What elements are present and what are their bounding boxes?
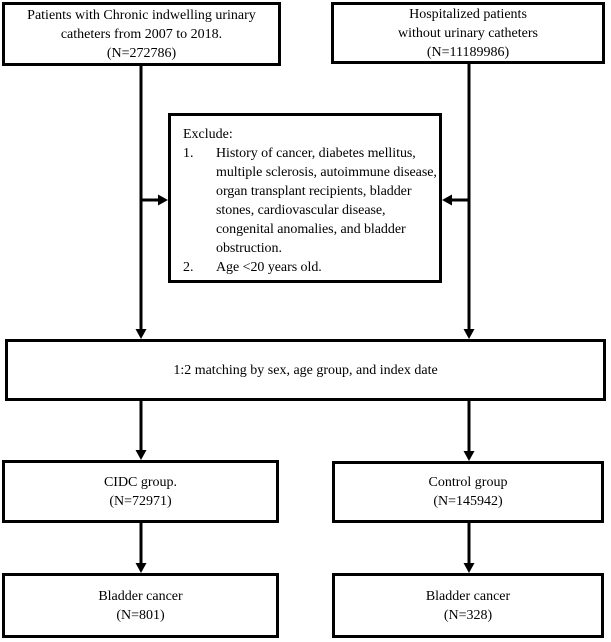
hospitalized-patients-box: Hospitalized patients without urinary ca… [331, 2, 605, 64]
control-group-label: Control group [428, 475, 508, 490]
cohort-patients-box: Patients with Chronic indwelling urinary… [2, 2, 281, 66]
arrowhead-cohort-to-matching [135, 329, 147, 339]
bladder-cancer-cidc-label: Bladder cancer [98, 588, 183, 604]
control-group-count: (N=145942) [433, 494, 503, 509]
matching-box: 1:2 matching by sex, age group, and inde… [5, 339, 606, 401]
cohort-patients-count: (N=272786) [106, 45, 177, 61]
exclusion-item-2-text: Age <20 years old. [216, 260, 322, 275]
bladder-cancer-control-label: Bladder cancer [425, 588, 511, 604]
bladder-cancer-cidc-box: Bladder cancer (N=801) [2, 573, 279, 638]
hospitalized-patients-line2: without urinary catheters [398, 25, 538, 41]
exclusion-item-2: 2. Age <20 years old. [183, 258, 437, 277]
exclusion-item-2-number: 2. [183, 260, 194, 275]
cidc-group-label: CIDC group. [103, 474, 178, 490]
cohort-patients-line1: Patients with Chronic indwelling urinary [27, 7, 256, 23]
arrowhead-matching-to-cidc [135, 450, 147, 460]
exclusion-heading: Exclude: [183, 127, 233, 142]
matching-text: 1:2 matching by sex, age group, and inde… [173, 362, 438, 378]
control-group-box: Control group (N=145942) [332, 461, 604, 523]
arrowhead-cidc-to-bladder [135, 563, 147, 573]
bladder-cancer-control-box: Bladder cancer (N=328) [332, 573, 604, 638]
exclusion-criteria-box: Exclude: 1. History of cancer, diabetes … [168, 113, 442, 283]
arrowhead-matching-to-control [463, 451, 475, 461]
arrowhead-hospitalized-to-matching [463, 329, 475, 339]
exclusion-item-1-text: History of cancer, diabetes mellitus, mu… [216, 146, 437, 256]
arrowhead-hospitalized-to-exclude [442, 194, 452, 206]
exclusion-item-1: 1. History of cancer, diabetes mellitus,… [183, 144, 437, 258]
arrowhead-control-to-bladder [463, 563, 475, 573]
bladder-cancer-control-count: (N=328) [443, 607, 493, 623]
cidc-group-count: (N=72971) [109, 493, 172, 509]
cohort-patients-line2: catheters from 2007 to 2018. [60, 26, 223, 42]
exclusion-item-1-number: 1. [183, 146, 194, 161]
arrowhead-cohort-to-exclude [158, 194, 168, 206]
bladder-cancer-cidc-count: (N=801) [116, 607, 165, 623]
hospitalized-patients-count: (N=11189986) [426, 44, 510, 60]
cidc-group-box: CIDC group. (N=72971) [2, 460, 279, 523]
hospitalized-patients-line1: Hospitalized patients [409, 6, 527, 22]
